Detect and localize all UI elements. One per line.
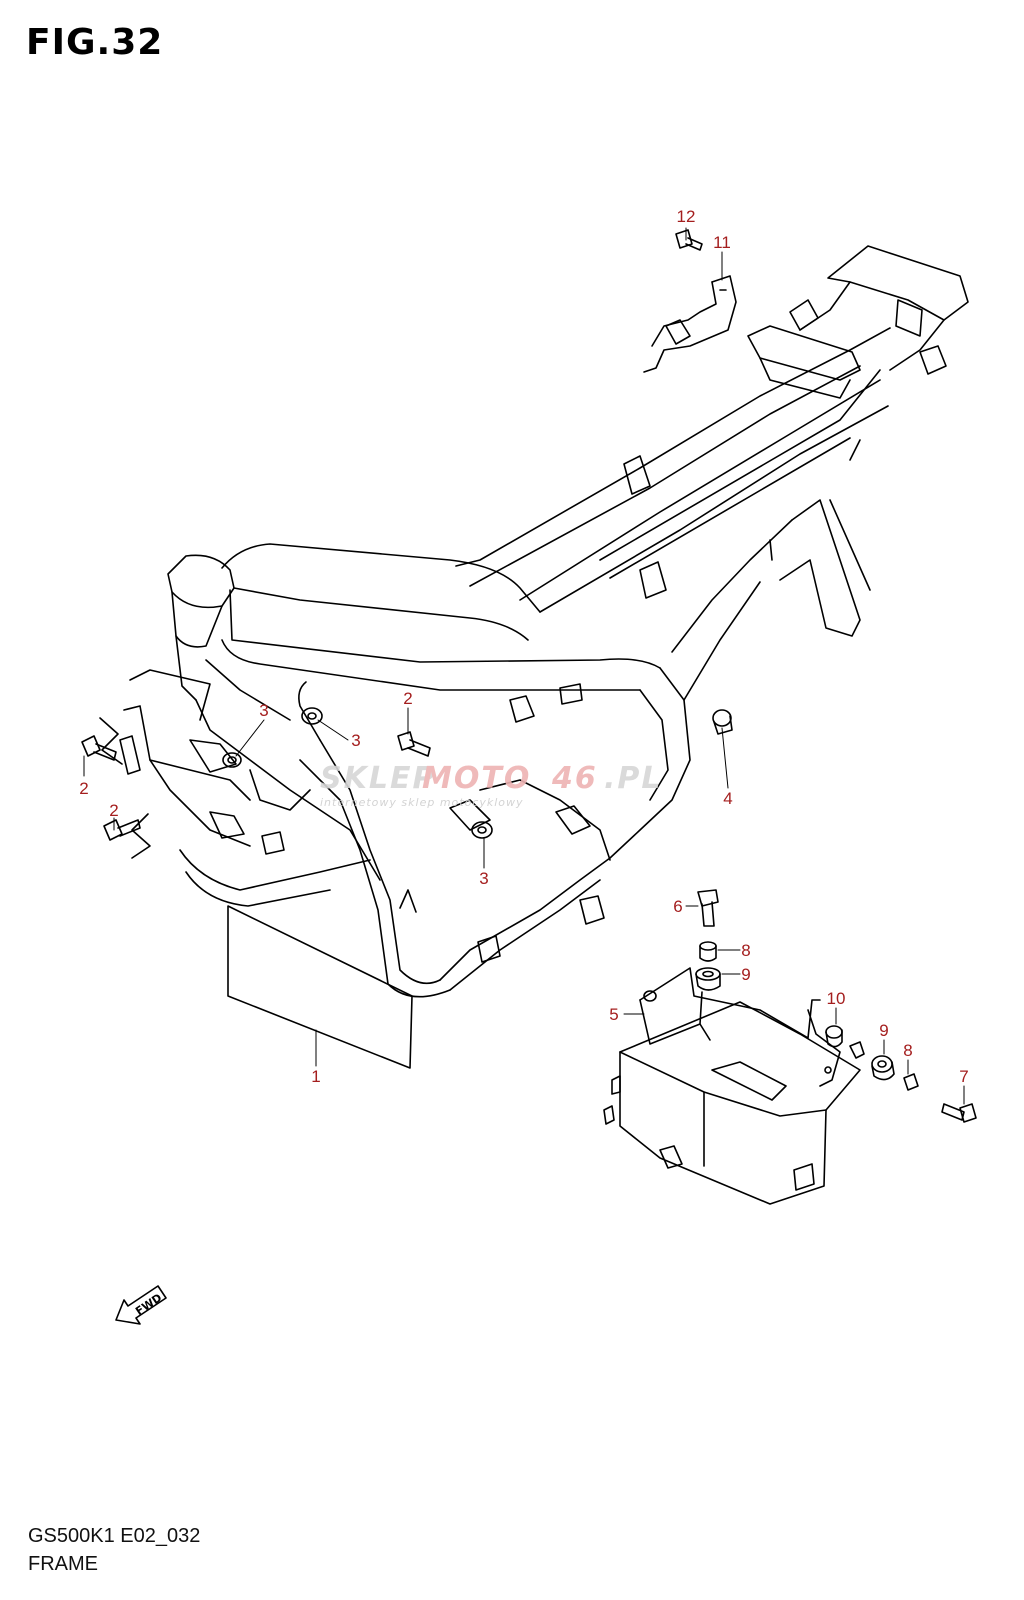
bolt-part-2-lower: [103, 819, 141, 841]
leader-lines: [83, 227, 965, 1105]
callout-2-center: 2: [403, 689, 412, 708]
cushion-part-10: [825, 1025, 843, 1048]
bolt-part-6: [697, 889, 719, 927]
bolt-part-2-upper: [81, 735, 117, 761]
bolt-part-2-center: [397, 731, 431, 757]
collar-part-8-right: [903, 1073, 919, 1091]
callout-labels: 12 11 3 2 3 2 2 3 4 1 6 8 9 5 10 9 8 7: [79, 207, 968, 1086]
model-code: GS500K1 E02_032: [28, 1525, 201, 1547]
watermark-brand-tld: .PL: [604, 761, 663, 796]
callout-2-lower: 2: [109, 801, 118, 820]
section-name: FRAME: [28, 1553, 98, 1575]
bolt-part-7: [941, 1103, 977, 1123]
callout-6: 6: [673, 897, 682, 916]
battery-tray-part-5: [603, 967, 865, 1205]
watermark: SKLEP MOTO 46 .PL internetowy sklep moto…: [320, 761, 663, 809]
fwd-arrow-icon: FWD: [115, 1285, 167, 1325]
callout-1: 1: [311, 1067, 320, 1086]
nut-part-3-left: [222, 752, 242, 768]
nut-part-3-center: [301, 707, 323, 725]
collar-part-8-upper: [699, 941, 717, 962]
callout-3-left: 3: [259, 701, 268, 720]
callout-3-lower: 3: [479, 869, 488, 888]
cushion-part-9-right: [871, 1055, 895, 1081]
frame-label-plate: [227, 905, 413, 1069]
callout-7: 7: [959, 1067, 968, 1086]
watermark-tagline: internetowy sklep motocyklowy: [320, 796, 524, 809]
callout-11: 11: [713, 233, 731, 252]
watermark-brand-gray: SKLEP: [320, 761, 436, 796]
callout-2-upper: 2: [79, 779, 88, 798]
watermark-brand-red: MOTO: [422, 761, 531, 796]
main-frame: [119, 245, 969, 998]
nut-part-3-lower: [471, 821, 493, 839]
callout-8-upper: 8: [741, 941, 750, 960]
callout-8-right: 8: [903, 1041, 912, 1060]
callout-5: 5: [609, 1005, 618, 1024]
callout-9-right: 9: [879, 1021, 888, 1040]
callout-12: 12: [677, 207, 696, 226]
bolt-part-12: [675, 229, 703, 251]
watermark-brand-num: 46: [551, 761, 598, 796]
figure-title: FIG.32: [26, 22, 164, 63]
callout-4: 4: [723, 789, 732, 808]
callout-9-upper: 9: [741, 965, 750, 984]
bracket-part-11: [643, 275, 737, 373]
callout-10: 10: [827, 989, 846, 1008]
callout-3-center: 3: [351, 731, 360, 750]
cushion-part-9-upper: [695, 967, 721, 991]
plug-part-4: [712, 709, 733, 735]
